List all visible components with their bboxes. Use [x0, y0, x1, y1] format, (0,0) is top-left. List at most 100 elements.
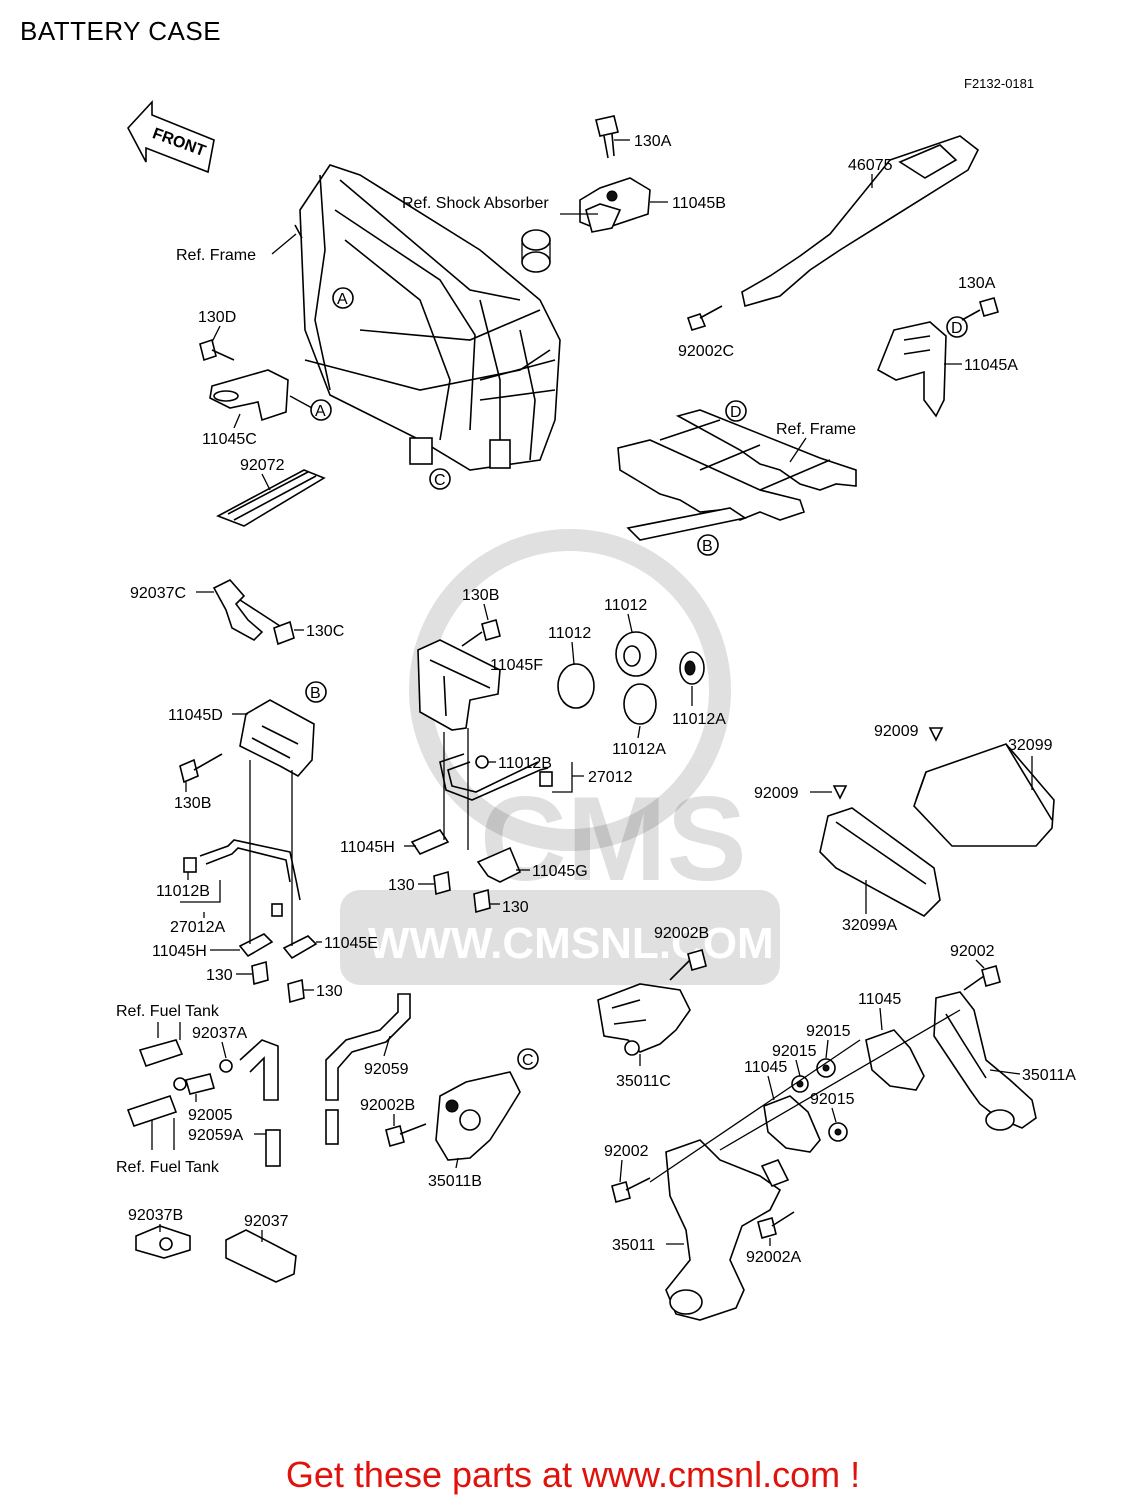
grommet-11012-a: [557, 663, 595, 709]
label-11045d: 11045D: [168, 707, 223, 724]
nut-92015-c: [828, 1122, 848, 1142]
plate-92037: [225, 1229, 297, 1283]
hose-fuel-top: [138, 1039, 184, 1068]
bracket-11045-right: [865, 1029, 925, 1091]
label-46075: 46075: [848, 157, 893, 174]
bolt-130a-right: [961, 297, 999, 321]
marker-a-2: A: [310, 399, 332, 421]
label-11012-a: 11012: [548, 625, 591, 642]
grommet-11012-b: [615, 631, 657, 677]
clip-92037a: [219, 1059, 233, 1073]
label-ref-fuel-tank-bottom: Ref. Fuel Tank: [116, 1159, 220, 1176]
bracket-11045c: [209, 369, 289, 422]
svg-text:C: C: [434, 472, 446, 489]
label-92015-b: 92015: [772, 1043, 817, 1060]
bracket-46075: [741, 135, 980, 308]
label-11045h-left: 11045H: [152, 943, 207, 960]
bolt-130b-top: [461, 619, 501, 647]
svg-text:C: C: [522, 1052, 534, 1069]
label-35011: 35011: [612, 1237, 655, 1254]
label-92015-c: 92015: [810, 1091, 855, 1108]
bracket-11045d: [239, 699, 315, 778]
label-11012a-a: 11012A: [672, 711, 726, 728]
label-11045c: 11045C: [202, 431, 257, 448]
bolt-130-mid-a: [433, 870, 451, 896]
label-130c: 130C: [306, 623, 344, 640]
label-92059: 92059: [364, 1061, 409, 1078]
marker-a-1: A: [332, 287, 354, 309]
label-92009-b: 92009: [754, 785, 799, 802]
label-ref-frame-top: Ref. Frame: [176, 247, 256, 264]
label-92002b-top: 92002B: [654, 925, 709, 942]
nut-92015-b: [791, 1075, 809, 1093]
label-130-left-a: 130: [206, 967, 233, 984]
marker-d-1: D: [725, 400, 747, 422]
label-ref-fuel-tank-top: Ref. Fuel Tank: [116, 1003, 220, 1020]
label-92002a: 92002A: [746, 1249, 801, 1266]
bracket-35011c: [597, 983, 691, 1056]
spacer: [521, 229, 551, 273]
rear-frame: [617, 409, 857, 541]
watermark-cms: CMS: [480, 772, 747, 906]
screw-92009-a: [928, 727, 944, 742]
label-27012a: 27012A: [170, 919, 225, 936]
clamp-11045g: [476, 846, 522, 883]
label-92002c: 92002C: [678, 343, 734, 360]
label-27012: 27012: [588, 769, 633, 786]
bolt-130-left-b: [287, 978, 305, 1004]
bracket-11045f: [417, 639, 501, 731]
bolt-130b-left: [179, 753, 223, 784]
box-32099a: [819, 807, 941, 917]
label-130b-left: 130B: [174, 795, 211, 812]
label-11045b: 11045B: [672, 195, 726, 212]
label-130d: 130D: [198, 309, 236, 326]
label-130-mid-b: 130: [502, 899, 529, 916]
strap-92072: [216, 469, 326, 527]
bracket-11045-mid: [763, 1095, 821, 1153]
bracket-11045a: [876, 321, 947, 418]
label-92037a: 92037A: [192, 1025, 247, 1042]
bolt-92002b-bottom: [385, 1123, 427, 1147]
label-92015-a: 92015: [806, 1023, 851, 1040]
hose-92059: [325, 993, 411, 1145]
label-92005: 92005: [188, 1107, 233, 1124]
screw-92009-b: [832, 785, 848, 800]
label-11012a-b: 11012A: [612, 741, 666, 758]
svg-text:B: B: [702, 538, 713, 555]
marker-b-2: B: [305, 681, 327, 703]
label-92037c: 92037C: [130, 585, 186, 602]
label-32099a: 32099A: [842, 917, 897, 934]
bolt-130c: [239, 599, 295, 646]
label-130a-right: 130A: [958, 275, 996, 292]
svg-text:B: B: [310, 685, 321, 702]
bolt-130-mid-b: [473, 888, 491, 914]
bracket-35011: [665, 1139, 790, 1321]
label-92072: 92072: [240, 457, 285, 474]
clamp-11045h-left: [238, 933, 274, 958]
svg-text:A: A: [315, 403, 326, 420]
clip-92037b: [135, 1225, 191, 1259]
bolt-130d: [199, 338, 235, 362]
label-130-mid-a: 130: [388, 877, 415, 894]
cta-link[interactable]: Get these parts at www.cmsnl.com !: [285, 1454, 861, 1495]
clamp-11045e: [282, 935, 318, 960]
part-labels: 130A 11045B Ref. Shock Absorber 46075 Re…: [116, 133, 1076, 1266]
label-11012b-mid: 11012B: [498, 755, 552, 772]
clamp-11045h-mid: [410, 829, 450, 855]
label-92009-a: 92009: [874, 723, 919, 740]
svg-text:D: D: [951, 320, 963, 337]
hose-fuel-bottom: [126, 1094, 178, 1128]
bolt-92002b-top: [669, 949, 707, 981]
label-92059a: 92059A: [188, 1127, 243, 1144]
label-11045f: 11045F: [490, 657, 543, 674]
label-11012-b: 11012: [604, 597, 647, 614]
label-92037: 92037: [244, 1213, 289, 1230]
label-35011a: 35011A: [1022, 1067, 1076, 1084]
diagram-code: F2132-0181: [964, 76, 1035, 91]
main-frame: [294, 164, 561, 471]
label-11045-right: 11045: [858, 991, 901, 1008]
joint-92005: [173, 1073, 215, 1095]
hose-92059a: [239, 1039, 281, 1167]
